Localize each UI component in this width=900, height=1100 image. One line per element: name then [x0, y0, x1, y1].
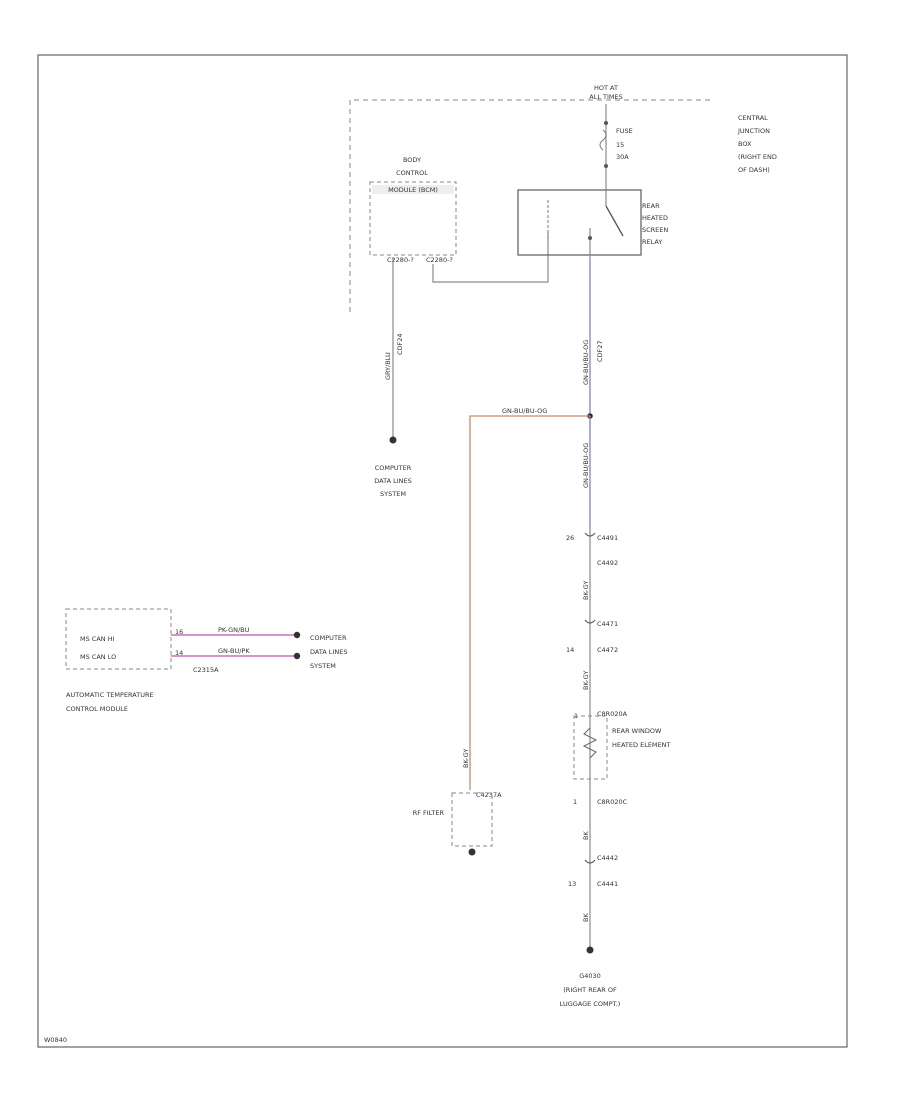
ground-label-1: G4030 [579, 972, 601, 980]
atcm-pin-hi: MS CAN HI [80, 635, 115, 643]
cjb-label-5: OF DASH) [738, 166, 770, 174]
hot-at-label-2: ALL TIMES [589, 93, 622, 101]
wire-main-color: GN-BU/BU-OG [582, 340, 590, 385]
rear-window-element-label-1: REAR WINDOW [612, 727, 662, 735]
fuse-label: FUSE [616, 127, 633, 135]
relay-contact [588, 236, 592, 240]
wire-bcm-circuit: CDF24 [396, 333, 404, 355]
computer-data-lines-2-label-1: COMPUTER [310, 634, 347, 642]
fuse-rating: 30A [616, 153, 629, 161]
atcm-wire-hi-label: PK-GN/BU [218, 626, 250, 634]
connector-c8r020a: C8R020A [597, 710, 628, 718]
bcm-label-1: BODY [403, 156, 421, 164]
wire-seg-4: BK [582, 913, 590, 922]
footer-code: W0840 [44, 1036, 67, 1044]
diagram-frame [37, 54, 848, 1048]
bcm-pin-right: C2280-? [426, 256, 453, 264]
wire-seg-1: BK-GY [582, 581, 590, 600]
rf-filter-label: RF FILTER [413, 809, 445, 817]
ground-terminal [586, 946, 594, 954]
connector-c4491-symbol [584, 532, 596, 537]
wire-main-circuit: CDF27 [596, 340, 604, 362]
rear-window-element-box [573, 715, 608, 780]
relay-label-4: RELAY [642, 238, 662, 246]
cjb-label-1: CENTRAL [738, 114, 768, 122]
wire-bcm-color: GRY/BLU [384, 352, 392, 380]
relay-label-1: REAR [642, 202, 660, 210]
cjb-label-2: JUNCTION [737, 127, 770, 135]
relay-box [517, 189, 642, 256]
relay-label-3: SCREEN [642, 226, 668, 234]
ground-label-3: LUGGAGE COMPT.) [560, 1000, 621, 1008]
relay-switch-arm [605, 205, 624, 237]
wire-seg-2: BK-GY [582, 671, 590, 690]
atcm-pin-num-hi: 16 [175, 628, 183, 636]
rear-window-element-label-2: HEATED ELEMENT [612, 741, 670, 749]
wire-main-color-2: GN-BU/BU-OG [582, 443, 590, 488]
connector-c4472: C4472 [597, 646, 618, 654]
computer-data-lines-1-label-3: SYSTEM [380, 490, 406, 498]
atcm-label-2: CONTROL MODULE [66, 705, 128, 713]
rf-connector: C4237A [476, 791, 502, 799]
bcm-pin-left: C2280-? [387, 256, 414, 264]
ground-label-2: (RIGHT REAR OF [563, 986, 617, 994]
rf-filter-ground [468, 848, 476, 856]
bcm-to-relay-wire [432, 232, 549, 283]
rf-branch-wire [469, 415, 590, 790]
computer-data-lines-1-label-2: DATA LINES [374, 477, 411, 485]
computer-data-lines-2-label-3: SYSTEM [310, 662, 336, 670]
fuse-number: 15 [616, 141, 624, 149]
wire-branch-color: GN-BU/BU-OG [502, 407, 547, 415]
pin-c4441: 13 [568, 880, 576, 888]
connector-c4491: C4491 [597, 534, 618, 542]
computer-data-lines-2-label-2: DATA LINES [310, 648, 347, 656]
atcm-pin-num-lo: 14 [175, 649, 183, 657]
connector-c4441: C4441 [597, 880, 618, 888]
connector-c4471: C4471 [597, 620, 618, 628]
bcm-label-3: MODULE (BCM) [388, 186, 438, 194]
atcm-wire-lo-label: GN-BU/PK [218, 647, 250, 655]
computer-data-lines-1-terminal [389, 436, 397, 444]
fuse-top-terminal [604, 121, 608, 125]
pin-c8r020c: 1 [573, 798, 577, 806]
bcm-title-bar [372, 185, 454, 194]
heated-element-symbol [582, 727, 598, 759]
atcm-pin-lo: MS CAN LO [80, 653, 116, 661]
fuse-symbol [599, 129, 607, 151]
connector-c4442-symbol [584, 859, 596, 864]
atcm-box [65, 608, 172, 670]
cjb-label-4: (RIGHT END [738, 153, 777, 161]
atcm-label-1: AUTOMATIC TEMPERATURE [66, 691, 154, 699]
connector-c8r020c: C8R020C [597, 798, 628, 806]
computer-data-lines-2-terminal-lo [293, 652, 301, 660]
connector-c4442: C4442 [597, 854, 618, 862]
central-junction-box-boundary [349, 99, 712, 312]
cjb-label-3: BOX [738, 140, 752, 148]
computer-data-lines-2-terminal-hi [293, 631, 301, 639]
connector-c4471-symbol [584, 619, 596, 624]
relay-label-2: HEATED [642, 214, 668, 222]
fuse-bottom-terminal [604, 164, 608, 168]
pin-c4491: 26 [566, 534, 574, 542]
atcm-connector: C2315A [193, 666, 219, 674]
rf-filter-box [451, 792, 493, 847]
bcm-label-2: CONTROL [396, 169, 428, 177]
rf-wire-color: BK-GY [462, 749, 470, 768]
computer-data-lines-1-label-1: COMPUTER [375, 464, 412, 472]
pin-c4471: 14 [566, 646, 574, 654]
connector-c4492: C4492 [597, 559, 618, 567]
bcm-box [369, 181, 457, 256]
hot-at-label-1: HOT AT [594, 84, 618, 92]
wire-seg-3: BK [582, 831, 590, 840]
